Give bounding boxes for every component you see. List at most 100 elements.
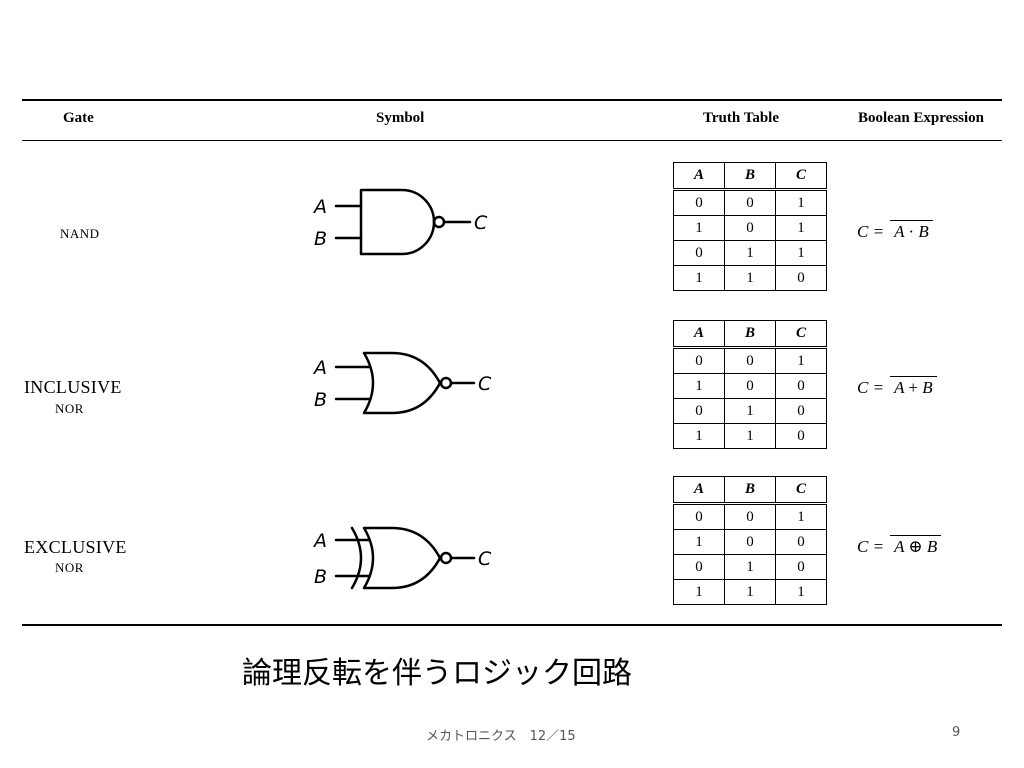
expr-operand-b: B: [922, 378, 933, 397]
cell: 1: [775, 579, 827, 605]
cell: 1: [775, 189, 827, 216]
cell: 0: [775, 373, 827, 399]
cell: 0: [775, 529, 827, 555]
gate-name-nor: NOR: [55, 560, 84, 575]
gate-name-inclusive: INCLUSIVE: [24, 377, 122, 397]
cell: 0: [673, 189, 725, 216]
cell: 1: [775, 347, 827, 374]
nor-boolean-expression: C = A + B: [857, 376, 937, 398]
nand-input-b-label: B: [314, 228, 327, 250]
cell: 1: [724, 398, 776, 424]
nor-output-label: C: [478, 373, 492, 395]
col-c: C: [775, 476, 827, 505]
expr-lhs: C =: [857, 378, 885, 397]
gate-name-exclusive: EXCLUSIVE: [24, 537, 127, 557]
col-a: A: [673, 162, 725, 191]
truth-table-header-row: A B C: [673, 320, 827, 349]
cell: 1: [775, 215, 827, 241]
cell: 0: [673, 398, 725, 424]
header-truth-table: Truth Table: [703, 110, 780, 126]
expr-overbar: A + B: [890, 376, 937, 398]
nor-gate-body: [362, 351, 442, 415]
cell: 0: [724, 373, 776, 399]
expr-operator: ⊕: [908, 537, 923, 556]
xnor-output-label: C: [478, 548, 492, 570]
expr-operand-b: B: [926, 537, 938, 556]
header-symbol: Symbol: [376, 110, 425, 126]
cell: 1: [724, 554, 776, 580]
expr-operator: ·: [908, 222, 915, 241]
cell: 0: [775, 265, 827, 291]
col-a: A: [673, 476, 725, 505]
expr-lhs: C =: [857, 537, 885, 556]
cell: 1: [673, 373, 725, 399]
slide-caption: 論理反転を伴うロジック回路: [242, 656, 632, 691]
cell: 1: [673, 529, 725, 555]
xnor-boolean-expression: C = A ⊕ B: [857, 535, 942, 557]
expr-lhs: C =: [857, 222, 885, 241]
truth-table-header-row: A B C: [673, 476, 827, 505]
nor-input-b-label: B: [314, 389, 327, 411]
xnor-gate-symbol: A B C: [312, 526, 492, 590]
nand-inversion-bubble: [432, 215, 446, 229]
cell: 0: [724, 503, 776, 530]
cell: 1: [673, 423, 725, 449]
nor-inversion-bubble: [439, 376, 453, 390]
nor-gate-symbol: A B C: [312, 351, 492, 415]
gate-name-nor: NOR: [55, 401, 84, 416]
header-boolean-expression: Boolean Expression: [858, 110, 984, 126]
cell: 0: [775, 423, 827, 449]
xnor-inversion-bubble: [439, 551, 453, 565]
cell: 1: [724, 265, 776, 291]
cell: 1: [724, 240, 776, 266]
nand-gate-symbol: A B C: [312, 188, 488, 256]
cell: 0: [724, 215, 776, 241]
cell: 0: [724, 347, 776, 374]
xnor-extra-curve: [350, 526, 363, 590]
bottom-rule: [22, 624, 1002, 626]
col-c: C: [775, 162, 827, 191]
gate-name-nand: NAND: [60, 226, 100, 241]
footer-title: メカトロニクス 12／15: [426, 729, 576, 744]
expr-overbar: A · B: [890, 220, 933, 242]
nand-input-a-label: A: [312, 196, 327, 218]
cell: 0: [673, 240, 725, 266]
expr-overbar: A ⊕ B: [890, 535, 942, 557]
col-a: A: [673, 320, 725, 349]
col-b: B: [724, 320, 776, 349]
xnor-input-a-label: A: [312, 530, 327, 552]
nand-boolean-expression: C = A · B: [857, 220, 933, 242]
expr-operand-b: B: [918, 222, 929, 241]
nor-input-a-label: A: [312, 357, 327, 379]
cell: 1: [775, 240, 827, 266]
cell: 0: [673, 347, 725, 374]
cell: 0: [775, 554, 827, 580]
cell: 1: [673, 215, 725, 241]
expr-operator: +: [908, 378, 918, 397]
nand-output-label: C: [474, 212, 488, 234]
cell: 0: [673, 503, 725, 530]
expr-operand-a: A: [894, 378, 905, 397]
cell: 1: [724, 579, 776, 605]
expr-operand-a: A: [894, 537, 905, 556]
page-number: 9: [952, 725, 961, 740]
xnor-gate-body: [362, 526, 442, 590]
cell: 0: [775, 398, 827, 424]
cell: 1: [775, 503, 827, 530]
truth-table-header-row: A B C: [673, 162, 827, 191]
col-b: B: [724, 162, 776, 191]
top-rule: [22, 99, 1002, 101]
cell: 1: [724, 423, 776, 449]
cell: 0: [724, 529, 776, 555]
